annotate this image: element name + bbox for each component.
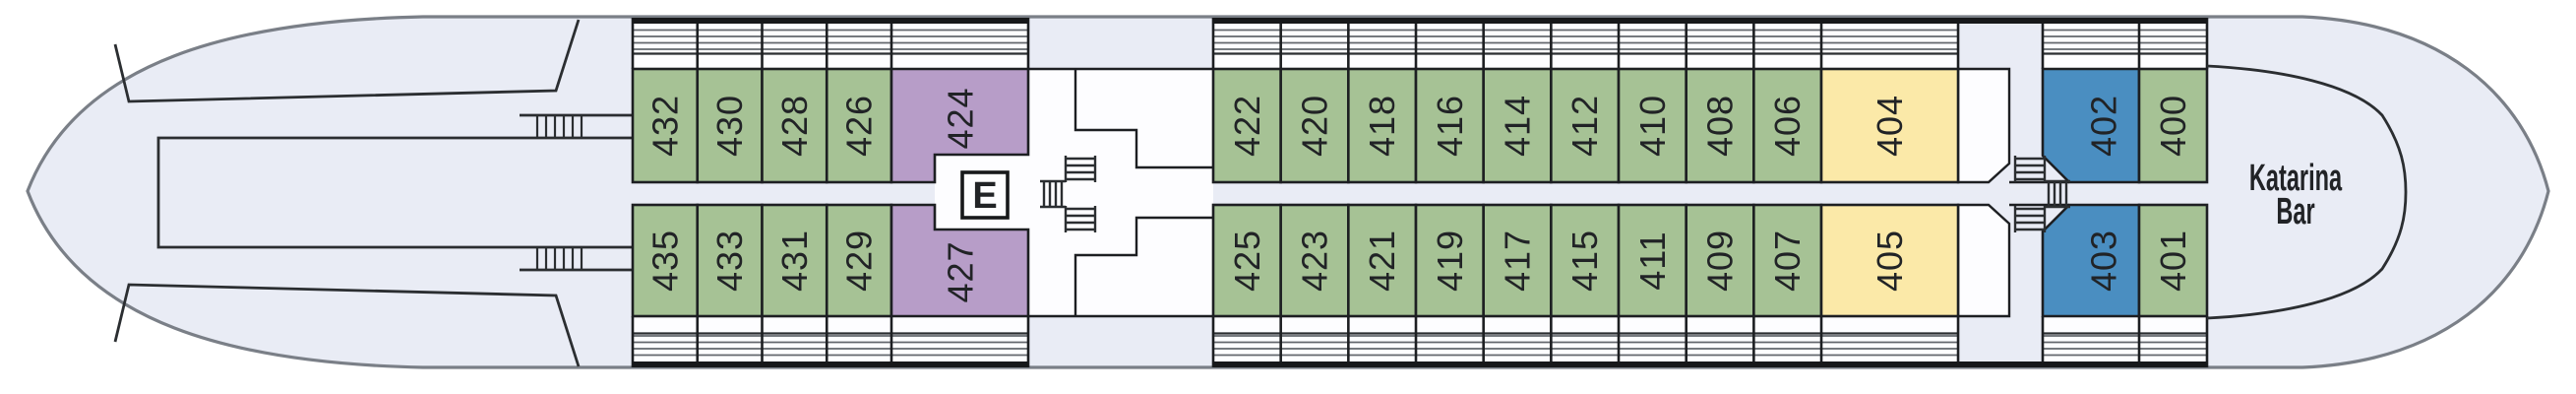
cabin-418[interactable] xyxy=(1347,67,1418,184)
cabin-400[interactable] xyxy=(2137,67,2209,184)
cabin-number-label: 431 xyxy=(774,230,815,292)
stern-stairs-top-icon xyxy=(535,115,583,138)
lobby-wall-lines xyxy=(1028,67,1213,318)
cabin-number-label: 415 xyxy=(1564,230,1605,292)
forward-stairs-mid-icon xyxy=(2045,179,2070,209)
cabin-number-label: 419 xyxy=(1430,230,1470,292)
cabin-number-label: 410 xyxy=(1632,95,1673,157)
hatch-band xyxy=(2041,316,2209,367)
midship-stairs-mid-icon xyxy=(1040,179,1066,209)
cabin-number-label: 404 xyxy=(1870,95,1910,157)
hatch-band xyxy=(631,316,1030,367)
cabin-415[interactable] xyxy=(1550,203,1621,318)
forward-stairs-up-icon xyxy=(2013,156,2047,182)
venue-label-line2: Bar xyxy=(2276,189,2314,231)
lifeboat-platform-top xyxy=(113,19,581,103)
cabin-427[interactable] xyxy=(889,203,1030,318)
cabin-number-label: 418 xyxy=(1362,95,1402,157)
cabin-number-label: 417 xyxy=(1498,230,1538,292)
hatch-band xyxy=(1211,18,1960,69)
cabin-number-label: 422 xyxy=(1227,95,1267,157)
cabin-402[interactable] xyxy=(2041,67,2141,184)
elevator-box xyxy=(960,170,1010,220)
cabin-number-label: 430 xyxy=(709,95,750,157)
cabin-number-label: 432 xyxy=(644,95,685,157)
cabin-433[interactable] xyxy=(696,203,764,318)
cabin-number-label: 405 xyxy=(1870,230,1910,292)
cabin-number-label: 428 xyxy=(774,95,815,157)
cabin-number-label: 416 xyxy=(1430,95,1470,157)
cabins-layer: 432 430 428 426 424 435 433 431 429 427 422 420 418 4… xyxy=(631,67,2209,318)
midship-stairs-down-icon xyxy=(1064,206,1097,232)
cabin-426[interactable] xyxy=(825,67,893,184)
cabin-408[interactable] xyxy=(1685,67,1755,184)
elevator-lobby-area xyxy=(1028,69,1213,316)
elevator: E xyxy=(960,170,1010,220)
midship-stairs-up-icon xyxy=(1064,156,1097,182)
cabin-number-label: 406 xyxy=(1767,95,1808,157)
cabin-432[interactable] xyxy=(631,67,700,184)
cabin-number-label: 426 xyxy=(839,95,880,157)
cabin-431[interactable] xyxy=(761,203,828,318)
cabin-number-label: 403 xyxy=(2084,230,2124,292)
balcony-hatch-bands xyxy=(631,18,2209,367)
cabin-number-label: 429 xyxy=(839,230,880,292)
cabin-401[interactable] xyxy=(2137,203,2209,318)
cabin-422[interactable] xyxy=(1211,67,1282,184)
cabin-435[interactable] xyxy=(631,203,700,318)
cabin-number-label: 412 xyxy=(1564,95,1605,157)
cabin-411[interactable] xyxy=(1617,203,1687,318)
cabin-number-label: 424 xyxy=(941,87,981,149)
cabin-420[interactable] xyxy=(1279,67,1350,184)
cabin-number-label: 400 xyxy=(2153,95,2193,157)
venue-label: Katarina Bar xyxy=(2249,156,2343,231)
cabin-406[interactable] xyxy=(1752,67,1823,184)
cabin-421[interactable] xyxy=(1347,203,1418,318)
cabin-number-label: 414 xyxy=(1498,95,1538,157)
hatch-band xyxy=(1211,316,1960,367)
cabin-number-label: 423 xyxy=(1295,230,1335,292)
cabin-424[interactable] xyxy=(889,67,1030,184)
cabin-number-label: 408 xyxy=(1700,95,1741,157)
cabin-403[interactable] xyxy=(2041,203,2141,318)
cabin-419[interactable] xyxy=(1414,203,1485,318)
bow-interior-outline xyxy=(2206,64,2408,320)
stairs-layer xyxy=(535,115,2070,270)
cabin-number-label: 435 xyxy=(644,230,685,292)
cabin-number-label: 402 xyxy=(2084,95,2124,157)
cabin-number-label: 401 xyxy=(2153,230,2193,292)
cabin-428[interactable] xyxy=(761,67,828,184)
cabin-number-label: 409 xyxy=(1700,230,1741,292)
elevator-label: E xyxy=(972,175,997,217)
cabin-number-label: 407 xyxy=(1767,230,1808,292)
cabin-number-label: 427 xyxy=(941,240,981,302)
stern-deck-structures xyxy=(113,19,633,367)
cabin-number-label: 421 xyxy=(1362,230,1402,292)
cabin-number-label: 425 xyxy=(1227,230,1267,292)
forward-landing-bottom xyxy=(1956,203,2011,318)
cabin-425[interactable] xyxy=(1211,203,1282,318)
cabin-409[interactable] xyxy=(1685,203,1755,318)
hatch-band xyxy=(2041,18,2209,69)
stern-stairs-bottom-icon xyxy=(535,247,583,270)
lifeboat-platform-bottom xyxy=(113,283,581,367)
hatch-band xyxy=(631,18,1030,69)
deck-house-outline xyxy=(156,136,633,249)
cabin-410[interactable] xyxy=(1617,67,1687,184)
cabin-number-label: 420 xyxy=(1295,95,1335,157)
cabin-number-label: 433 xyxy=(709,230,750,292)
forward-stairs-down-icon xyxy=(2013,206,2047,232)
cabin-404[interactable] xyxy=(1819,67,1960,184)
cabin-417[interactable] xyxy=(1482,203,1553,318)
deck-edge-bars xyxy=(633,18,2207,367)
forward-landing-top xyxy=(1956,67,2011,184)
venue-label-line1: Katarina xyxy=(2249,156,2343,198)
cabin-number-label: 411 xyxy=(1632,230,1673,290)
cabin-405[interactable] xyxy=(1819,203,1960,318)
